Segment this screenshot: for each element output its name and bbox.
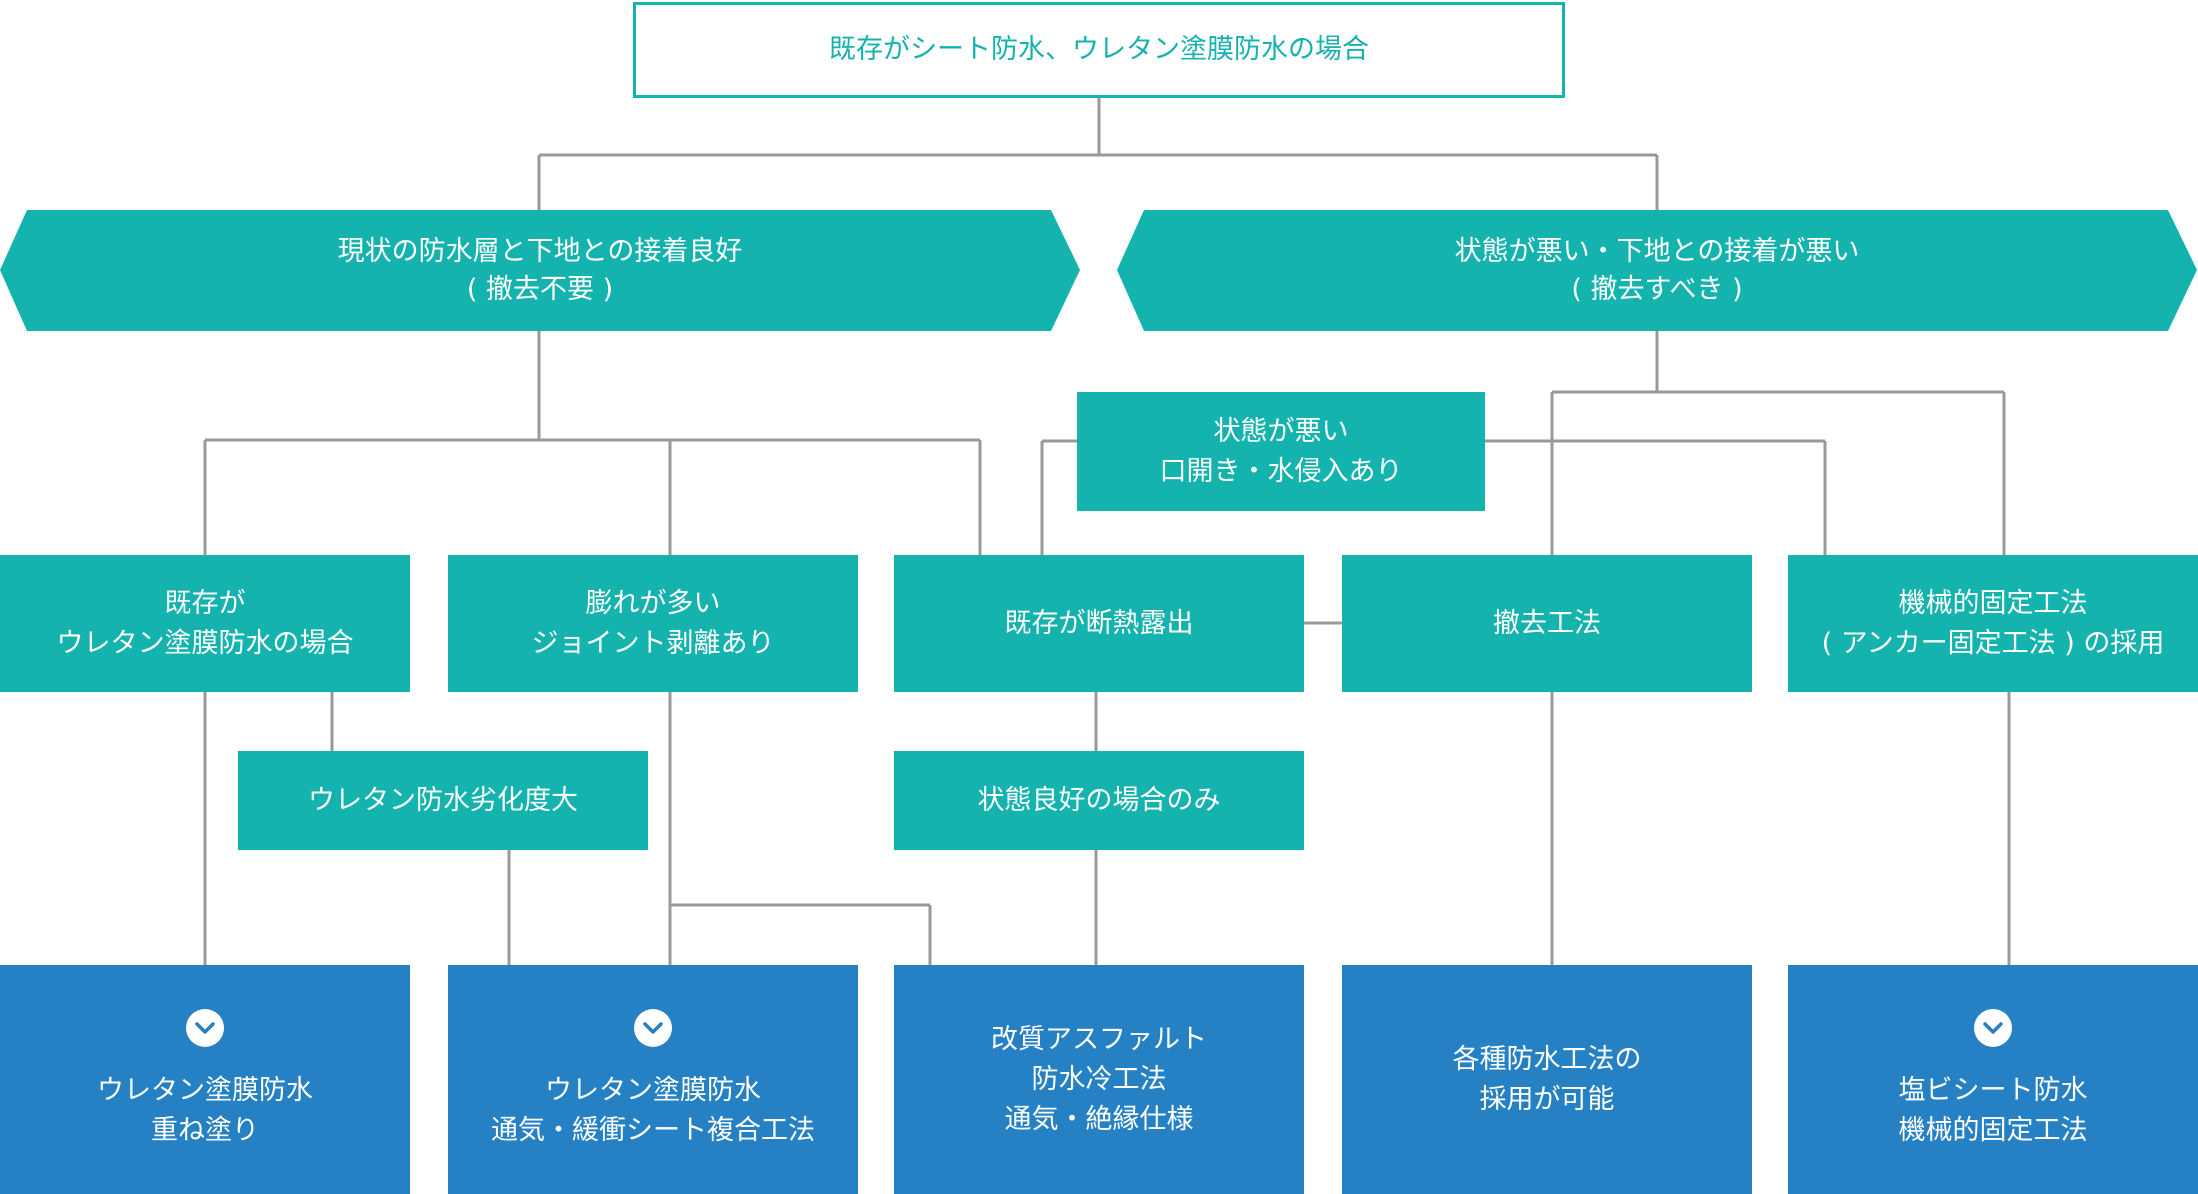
cond-existing-urethane: 既存が ウレタン塗膜防水の場合: [0, 555, 410, 692]
result-urethane-composite-line2: 通気・緩衝シート複合工法: [491, 1114, 815, 1146]
branch-poor-adhesion-line1: 状態が悪い・下地との接着が悪い: [1454, 235, 1860, 267]
branch-good-adhesion: 現状の防水層と下地との接着良好 ( 撤去不要 ): [0, 210, 1080, 331]
cond-blister-joint: 膨れが多い ジョイント剥離あり: [448, 555, 858, 692]
cond-mechanical-fix-line1: 機械的固定工法: [1898, 587, 2088, 619]
state-poor-leak-line1: 状態が悪い: [1213, 415, 1349, 447]
result-various-methods-line1: 各種防水工法の: [1452, 1043, 1642, 1075]
top-condition-label: 既存がシート防水、ウレタン塗膜防水の場合: [829, 34, 1369, 65]
result-urethane-overcoat: ウレタン塗膜防水 重ね塗り: [0, 965, 410, 1194]
result-asphalt-cold: 改質アスファルト 防水冷工法 通気・絶縁仕様: [894, 965, 1304, 1194]
sub-urethane-degradation: ウレタン防水劣化度大: [238, 751, 648, 850]
state-poor-leak-box: 状態が悪い 口開き・水侵入あり: [1077, 392, 1485, 511]
chevron-down-icon: [186, 1008, 224, 1047]
result-urethane-composite-line1: ウレタン塗膜防水: [545, 1074, 761, 1106]
result-pvc-mechanical: 塩ビシート防水 機械的固定工法: [1788, 965, 2198, 1194]
cond-insulation-exposed-line1: 既存が断熱露出: [1004, 607, 1194, 639]
cond-blister-joint-line1: 膨れが多い: [585, 587, 721, 619]
branch-poor-adhesion-line2: ( 撤去すべき ): [1571, 273, 1743, 305]
result-urethane-overcoat-line1: ウレタン塗膜防水: [97, 1074, 313, 1106]
cond-insulation-exposed: 既存が断熱露出: [894, 555, 1304, 692]
cond-existing-urethane-line1: 既存が: [164, 587, 246, 619]
chevron-down-icon: [1974, 1008, 2012, 1047]
cond-mechanical-fix: 機械的固定工法 ( アンカー固定工法 ) の採用: [1788, 555, 2198, 692]
result-asphalt-cold-line2: 防水冷工法: [1031, 1063, 1167, 1095]
cond-mechanical-fix-line2: ( アンカー固定工法 ) の採用: [1821, 627, 2165, 659]
branch-good-adhesion-line1: 現状の防水層と下地との接着良好: [337, 235, 743, 267]
cond-removal-method-line1: 撤去工法: [1493, 607, 1601, 639]
cond-existing-urethane-line2: ウレタン塗膜防水の場合: [56, 627, 354, 659]
top-condition-box: 既存がシート防水、ウレタン塗膜防水の場合: [633, 2, 1565, 98]
sub-urethane-degradation-label: ウレタン防水劣化度大: [308, 784, 578, 816]
state-poor-leak-line2: 口開き・水侵入あり: [1159, 455, 1403, 487]
result-pvc-mechanical-line1: 塩ビシート防水: [1898, 1074, 2088, 1106]
result-various-methods: 各種防水工法の 採用が可能: [1342, 965, 1752, 1194]
result-asphalt-cold-line1: 改質アスファルト: [991, 1023, 1207, 1055]
result-urethane-overcoat-line2: 重ね塗り: [151, 1114, 259, 1146]
cond-blister-joint-line2: ジョイント剥離あり: [531, 627, 775, 659]
branch-good-adhesion-line2: ( 撤去不要 ): [466, 273, 614, 305]
branch-poor-adhesion: 状態が悪い・下地との接着が悪い ( 撤去すべき ): [1117, 210, 2197, 331]
cond-removal-method: 撤去工法: [1342, 555, 1752, 692]
result-asphalt-cold-line3: 通気・絶縁仕様: [1004, 1103, 1194, 1135]
result-various-methods-line2: 採用が可能: [1479, 1083, 1615, 1115]
result-urethane-composite: ウレタン塗膜防水 通気・緩衝シート複合工法: [448, 965, 858, 1194]
sub-good-condition-only: 状態良好の場合のみ: [894, 751, 1304, 850]
result-pvc-mechanical-line2: 機械的固定工法: [1898, 1114, 2088, 1146]
chevron-down-icon: [634, 1008, 672, 1047]
sub-good-condition-only-label: 状態良好の場合のみ: [977, 784, 1221, 816]
